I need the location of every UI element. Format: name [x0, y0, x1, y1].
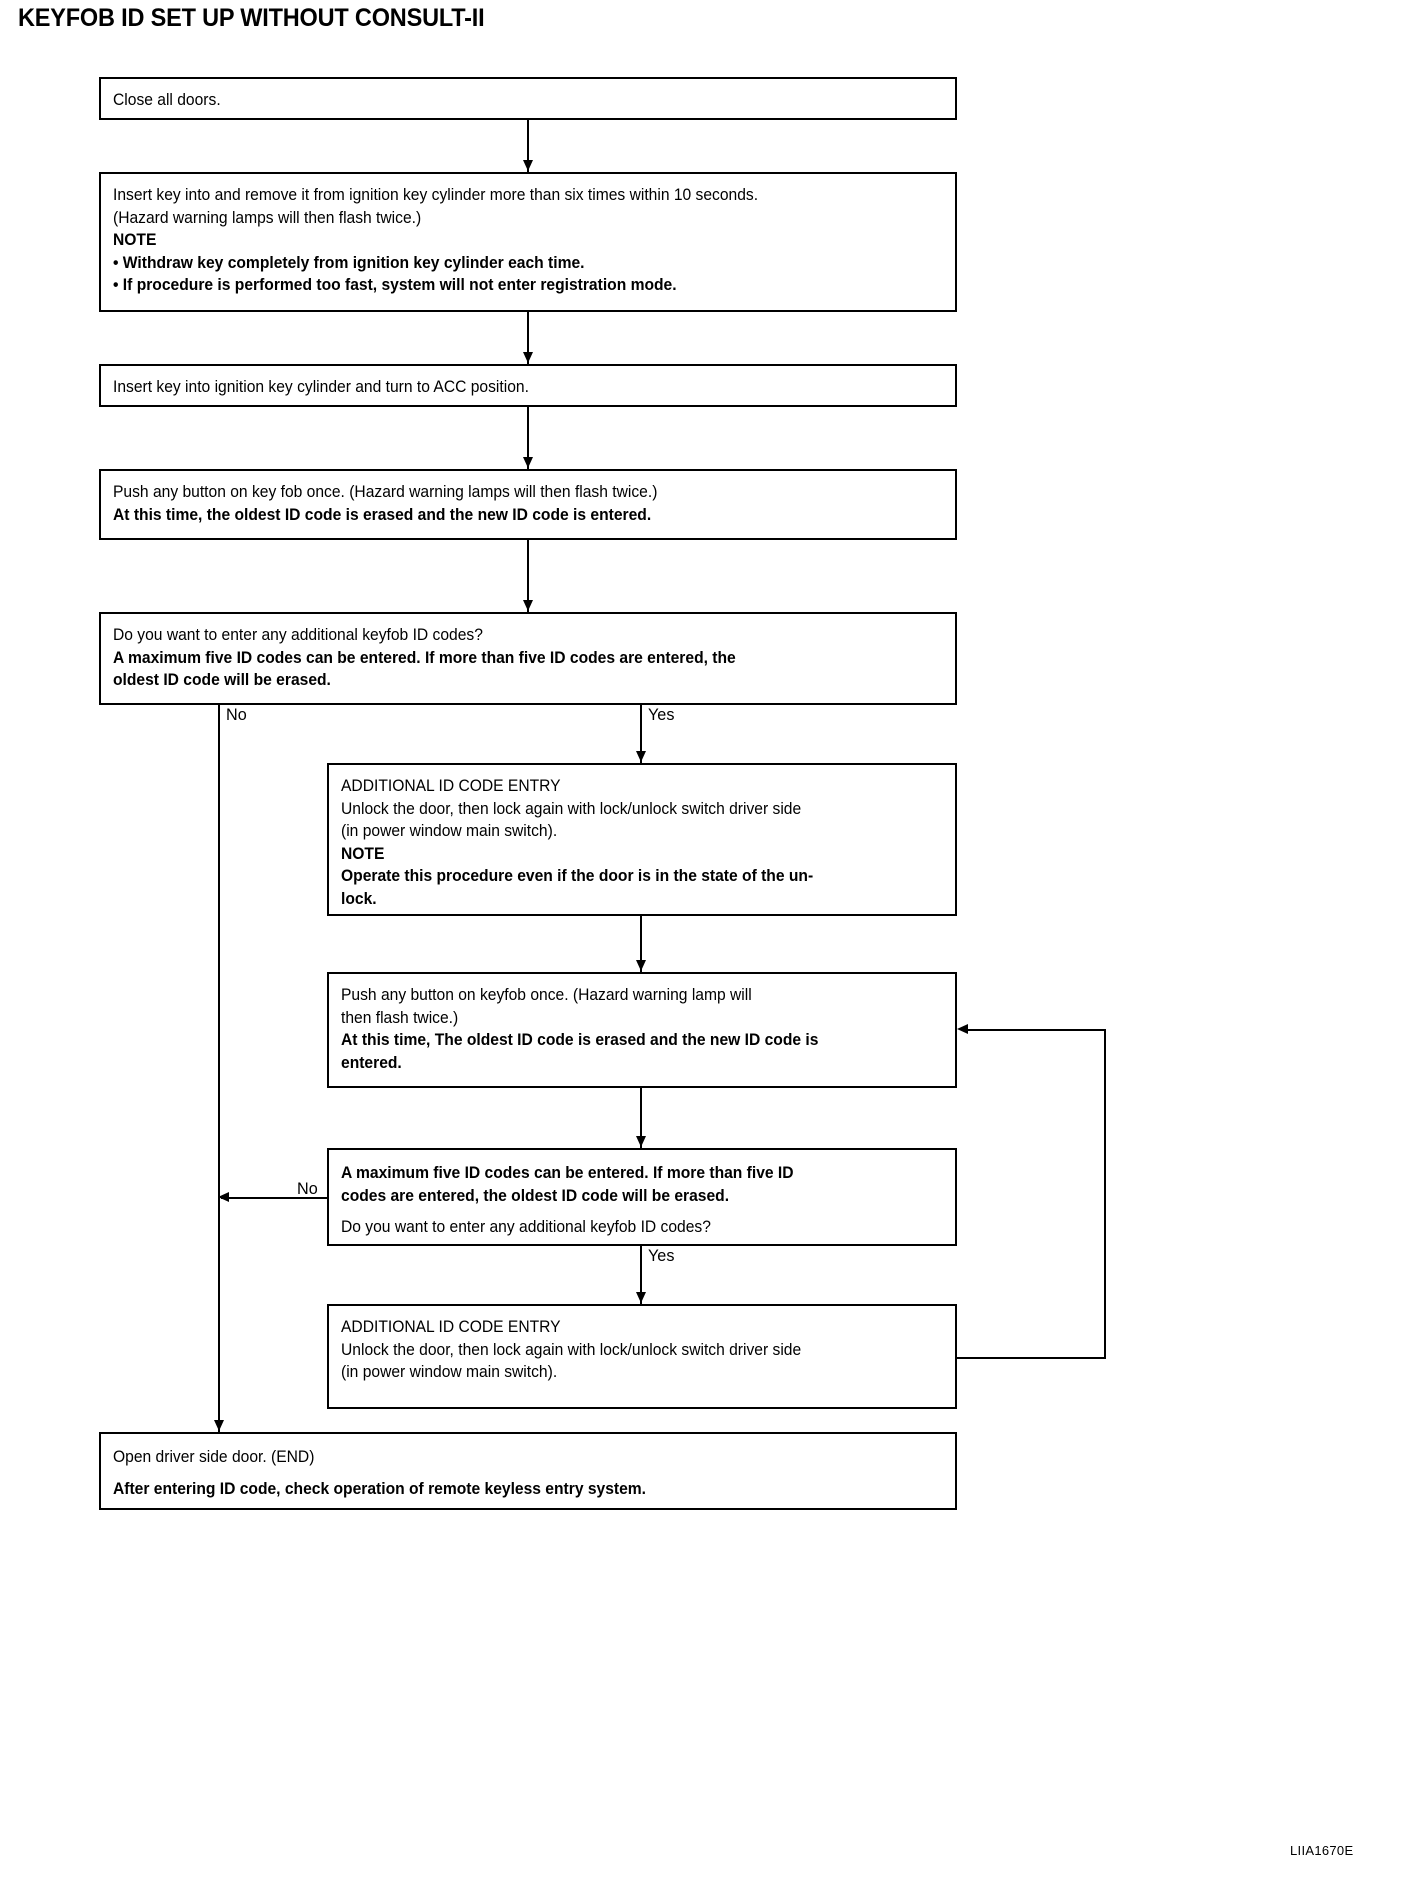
box-line: Open driver side door. (END) [113, 1448, 315, 1466]
connector-decision-two-yes [640, 1246, 643, 1304]
box-line: (Hazard warning lamps will then flash tw… [113, 208, 422, 227]
box-line: ADDITIONAL ID CODE ENTRY [341, 777, 561, 795]
box-line: At this time, The oldest ID code is eras… [341, 1031, 819, 1049]
feedback-loop-horizontal-top [968, 1029, 1106, 1032]
box-line: then flash twice.) [341, 1008, 459, 1027]
box-line: Unlock the door, then lock again with lo… [341, 1340, 802, 1359]
box-line: ADDITIONAL ID CODE ENTRY [341, 1318, 561, 1336]
box-line: Close all doors. [113, 91, 221, 109]
connector-decision-two-no [221, 1197, 329, 1200]
connector-entry-to-push-second [640, 916, 643, 972]
box-line: Operate this procedure even if the door … [341, 867, 814, 885]
arrow-left-icon [957, 1024, 968, 1034]
arrow-down-icon [635, 751, 646, 762]
box-line-note-bullet: • Withdraw key completely from ignition … [113, 253, 585, 272]
box-line: Insert key into ignition key cylinder an… [113, 378, 529, 396]
decision-box-additional-codes-two: A maximum five ID codes can be entered. … [327, 1148, 957, 1246]
arrow-down-icon [635, 1136, 646, 1147]
step-box-close-doors: Close all doors. [99, 77, 957, 120]
box-line: Push any button on key fob once. (Hazard… [113, 483, 658, 501]
connector-acc-to-push [527, 407, 530, 469]
box-line-note-heading: NOTE [113, 231, 157, 249]
arrow-down-icon [522, 457, 533, 468]
box-line: At this time, the oldest ID code is eras… [113, 505, 652, 524]
branch-label-yes-two: Yes [648, 1247, 675, 1265]
figure-code: LIIA1670E [1290, 1843, 1354, 1858]
connector-decision-one-yes [640, 705, 643, 763]
connector-push-second-to-decision-two [640, 1088, 643, 1148]
arrow-down-icon [522, 352, 533, 363]
box-line: oldest ID code will be erased. [113, 671, 331, 689]
box-line: Push any button on keyfob once. (Hazard … [341, 986, 752, 1004]
step-box-additional-entry-first: ADDITIONAL ID CODE ENTRY Unlock the door… [327, 763, 957, 916]
branch-label-yes-one: Yes [648, 706, 675, 724]
arrow-down-icon [635, 960, 646, 971]
box-line: A maximum five ID codes can be entered. … [113, 648, 736, 667]
box-line: (in power window main switch). [341, 822, 558, 840]
connector-close-to-insert [527, 120, 530, 172]
arrow-down-icon [635, 1292, 646, 1303]
page-title: KEYFOB ID SET UP WITHOUT CONSULT-II [18, 4, 485, 32]
box-line: A maximum five ID codes can be entered. … [341, 1164, 794, 1182]
decision-box-additional-codes-one: Do you want to enter any additional keyf… [99, 612, 957, 705]
connector-decision-one-no [218, 705, 221, 1432]
feedback-loop-horizontal-bottom [957, 1357, 1106, 1360]
feedback-loop-vertical [1104, 1029, 1107, 1359]
step-box-end: Open driver side door. (END) After enter… [99, 1432, 957, 1510]
step-box-turn-acc: Insert key into ignition key cylinder an… [99, 364, 957, 407]
box-line: codes are entered, the oldest ID code wi… [341, 1186, 730, 1205]
box-line: Do you want to enter any additional keyf… [341, 1218, 711, 1236]
branch-label-no-one: No [226, 706, 247, 724]
step-box-push-button-first: Push any button on key fob once. (Hazard… [99, 469, 957, 540]
box-line: Insert key into and remove it from ignit… [113, 186, 759, 204]
box-line-note-heading: NOTE [341, 844, 385, 863]
box-line: (in power window main switch). [341, 1363, 558, 1381]
arrow-down-icon [522, 600, 533, 611]
box-line: lock. [341, 889, 377, 908]
step-box-insert-remove-key: Insert key into and remove it from ignit… [99, 172, 957, 312]
connector-insert-to-acc [527, 312, 530, 364]
box-line: Unlock the door, then lock again with lo… [341, 799, 802, 818]
connector-push-to-decision-one [527, 540, 530, 612]
step-box-push-button-second: Push any button on keyfob once. (Hazard … [327, 972, 957, 1088]
box-line: After entering ID code, check operation … [113, 1479, 647, 1498]
box-line: Do you want to enter any additional keyf… [113, 626, 483, 644]
branch-label-no-two: No [297, 1180, 318, 1198]
box-line: entered. [341, 1053, 402, 1072]
arrow-down-icon [213, 1420, 224, 1431]
arrow-down-icon [522, 160, 533, 171]
arrow-left-icon [218, 1192, 229, 1202]
box-line-note-bullet: • If procedure is performed too fast, sy… [113, 276, 677, 294]
step-box-additional-entry-second: ADDITIONAL ID CODE ENTRY Unlock the door… [327, 1304, 957, 1409]
